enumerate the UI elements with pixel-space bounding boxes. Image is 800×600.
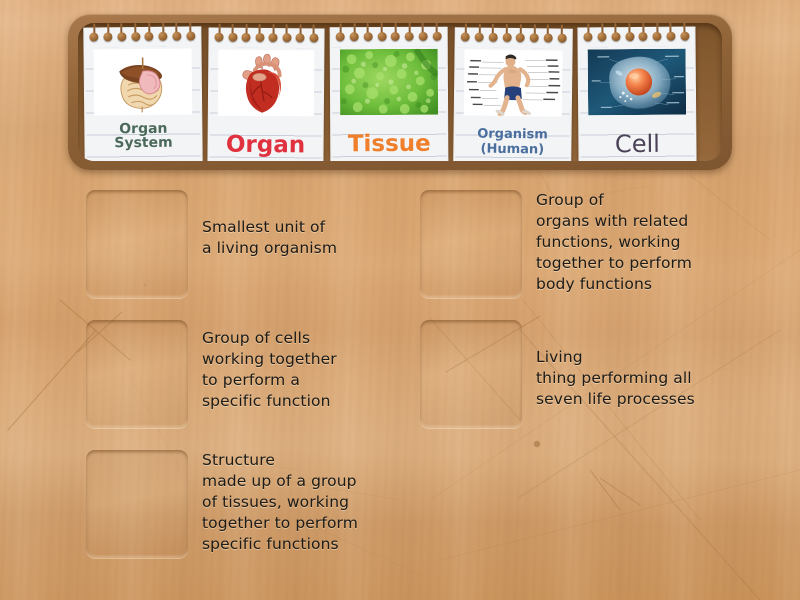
card-tissue[interactable]: Tissue (329, 23, 449, 161)
dropzone-right-2[interactable] (420, 320, 522, 428)
card-label-text: Tissue (347, 130, 431, 158)
definition-right-2: Living thing performing all seven life p… (536, 348, 695, 409)
card-organ[interactable]: Organ (207, 23, 325, 161)
card-label-organ: Organ (211, 131, 319, 159)
card-label-cell: Cell (582, 129, 692, 159)
dropzone-left-2[interactable] (86, 320, 188, 428)
match-area: Smallest unit of a living organism Group… (0, 178, 800, 600)
definition-left-2: Group of cells working together to perfo… (202, 329, 337, 411)
match-row-left-2: Group of cells working together to perfo… (86, 320, 406, 428)
card-organ-system[interactable]: Organ System (83, 23, 203, 161)
card-label-organism-human: Organism (Human) (457, 126, 567, 159)
dropzone-right-1[interactable] (420, 190, 522, 298)
match-row-right-2: Living thing performing all seven life p… (420, 320, 790, 428)
card-organism-human[interactable]: Organism (Human) (453, 23, 573, 161)
card-image-organ-system (93, 48, 193, 116)
card-image-tissue (339, 48, 439, 116)
card-label-subtext: (Human) (480, 142, 545, 158)
cards-row: Organ System (78, 23, 722, 161)
match-row-right-1: Group of organs with related functions, … (420, 190, 790, 298)
match-row-left-1: Smallest unit of a living organism (86, 190, 406, 298)
definition-left-1: Smallest unit of a living organism (202, 218, 338, 258)
card-cell[interactable]: Cell (577, 23, 697, 161)
definition-left-3: Structure made up of a group of tissues,… (202, 451, 358, 554)
card-image-cell (587, 48, 687, 116)
card-label-text: Organ (225, 131, 306, 159)
card-label-text: Organism (477, 126, 548, 143)
card-label-organ-system: Organ System (88, 120, 198, 152)
cards-tray-inner: Organ System (78, 23, 722, 161)
match-row-left-3: Structure made up of a group of tissues,… (86, 450, 426, 558)
card-image-organ (217, 49, 315, 117)
card-label-text: Cell (614, 129, 660, 159)
dropzone-left-1[interactable] (86, 190, 188, 298)
cards-tray: Organ System (68, 14, 732, 170)
card-label-tissue: Tissue (334, 130, 444, 158)
definition-right-1: Group of organs with related functions, … (536, 191, 692, 294)
dropzone-left-3[interactable] (86, 450, 188, 558)
card-image-organism-human (463, 49, 563, 117)
card-label-text: Organ System (114, 120, 173, 152)
